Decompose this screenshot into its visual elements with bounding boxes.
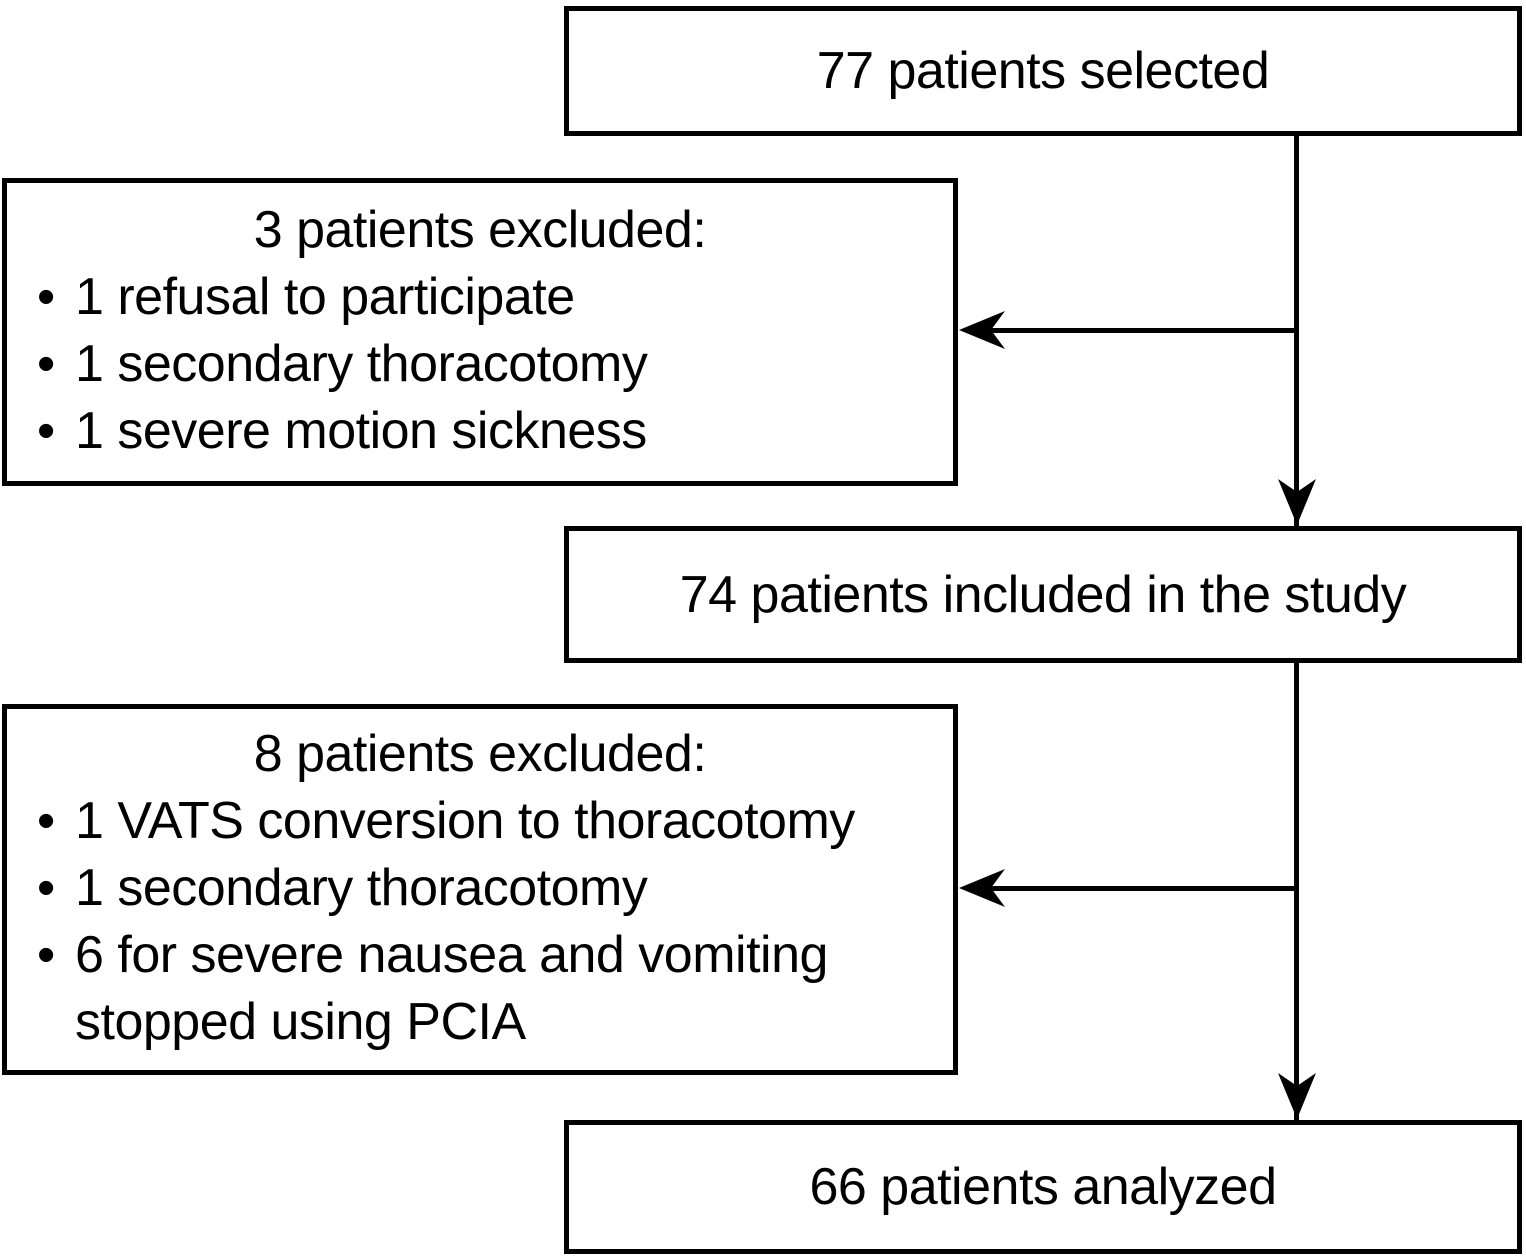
bullet-icon: • — [37, 859, 55, 917]
bullet-icon: • — [37, 402, 55, 460]
list-item-text: 1 severe motion sickness — [75, 402, 647, 460]
arrowhead-left-icon — [959, 311, 1005, 349]
node-patients-included: 74 patients included in the study — [564, 526, 1522, 663]
connector-branch-excluded-second — [985, 886, 1297, 891]
list-item: • 1 refusal to participate — [37, 264, 933, 331]
node-excluded-first: 3 patients excluded: • 1 refusal to part… — [2, 178, 958, 486]
list-item-text: 1 VATS conversion to thoracotomy — [75, 792, 855, 850]
list-item: • 1 secondary thoracotomy — [37, 855, 933, 922]
list-item-text: 1 secondary thoracotomy — [75, 335, 648, 393]
list-item: • 1 VATS conversion to thoracotomy — [37, 788, 933, 855]
excluded-second-title: 8 patients excluded: — [253, 725, 707, 783]
node-patients-selected-label: 77 patients selected — [816, 42, 1270, 100]
bullet-icon: • — [37, 926, 55, 984]
node-patients-analyzed: 66 patients analyzed — [564, 1120, 1522, 1254]
node-patients-analyzed-label: 66 patients analyzed — [809, 1158, 1277, 1216]
list-item: • 1 secondary thoracotomy — [37, 331, 933, 398]
bullet-icon: • — [37, 792, 55, 850]
list-item-text: 1 secondary thoracotomy — [75, 859, 648, 917]
bullet-icon: • — [37, 268, 55, 326]
list-item: • 1 severe motion sickness — [37, 398, 933, 465]
list-item-text: 1 refusal to participate — [75, 268, 575, 326]
list-item-text: 6 for severe nausea and vomiting stopped… — [75, 926, 828, 1051]
list-item: • 6 for severe nausea and vomiting stopp… — [37, 922, 933, 1056]
excluded-second-list: • 1 VATS conversion to thoracotomy • 1 s… — [7, 788, 953, 1056]
bullet-icon: • — [37, 335, 55, 393]
node-patients-selected: 77 patients selected — [564, 6, 1522, 136]
arrowhead-down-icon — [1278, 479, 1316, 525]
excluded-first-title: 3 patients excluded: — [253, 201, 707, 259]
arrowhead-down-icon — [1278, 1073, 1316, 1119]
connector-branch-excluded-first — [985, 328, 1297, 333]
arrowhead-left-icon — [959, 869, 1005, 907]
excluded-first-list: • 1 refusal to participate • 1 secondary… — [7, 264, 953, 465]
node-excluded-second: 8 patients excluded: • 1 VATS conversion… — [2, 704, 958, 1075]
node-patients-included-label: 74 patients included in the study — [679, 565, 1407, 624]
connector-included-to-analyzed — [1294, 663, 1299, 1120]
